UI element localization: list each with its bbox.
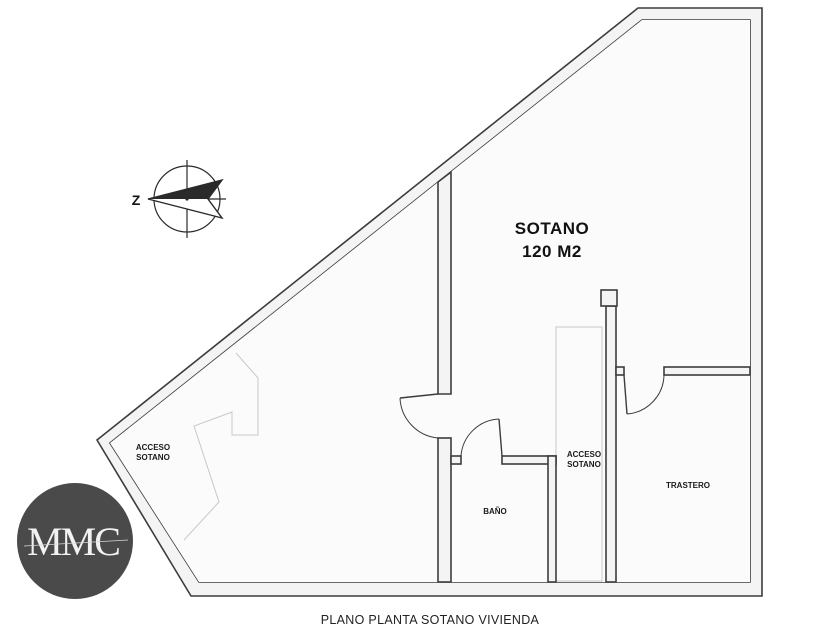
logo: MMC: [17, 483, 133, 599]
room-label-acceso-left-1: ACCESO: [136, 443, 170, 452]
room-label-acceso-left-2: SOTANO: [136, 453, 170, 462]
compass-icon: Z: [132, 160, 226, 238]
wall-trastero-top-b: [663, 366, 751, 376]
room-label-acceso-center-2: SOTANO: [567, 460, 601, 469]
stair-center: [555, 326, 603, 582]
wall-vertical-right: [605, 305, 617, 583]
door-left[interactable]: [399, 393, 439, 439]
wall-bano-right: [547, 455, 557, 583]
plan-title: PLANO PLANTA SOTANO VIVIENDA: [321, 613, 540, 627]
compass-label: Z: [132, 192, 141, 208]
wall-vertical-left-lower: [437, 437, 452, 583]
room-label-trastero: TRASTERO: [666, 481, 710, 490]
stair-left: [183, 352, 259, 541]
room-label-acceso-center-1: ACCESO: [567, 450, 601, 459]
floor-area: [110, 20, 750, 582]
door-bano[interactable]: [460, 418, 503, 457]
door-trastero[interactable]: [623, 374, 665, 415]
room-label-bano: BAÑO: [483, 507, 507, 516]
room-label-sotano-area: 120 M2: [522, 242, 582, 261]
wall-bano-top: [450, 455, 462, 465]
wall-vertical-left: [437, 170, 452, 395]
room-label-sotano: SOTANO: [515, 219, 589, 238]
logo-circle: [17, 483, 133, 599]
column: [600, 289, 618, 307]
wall-trastero-top-a: [615, 366, 625, 376]
logo-flourish: [23, 539, 129, 547]
